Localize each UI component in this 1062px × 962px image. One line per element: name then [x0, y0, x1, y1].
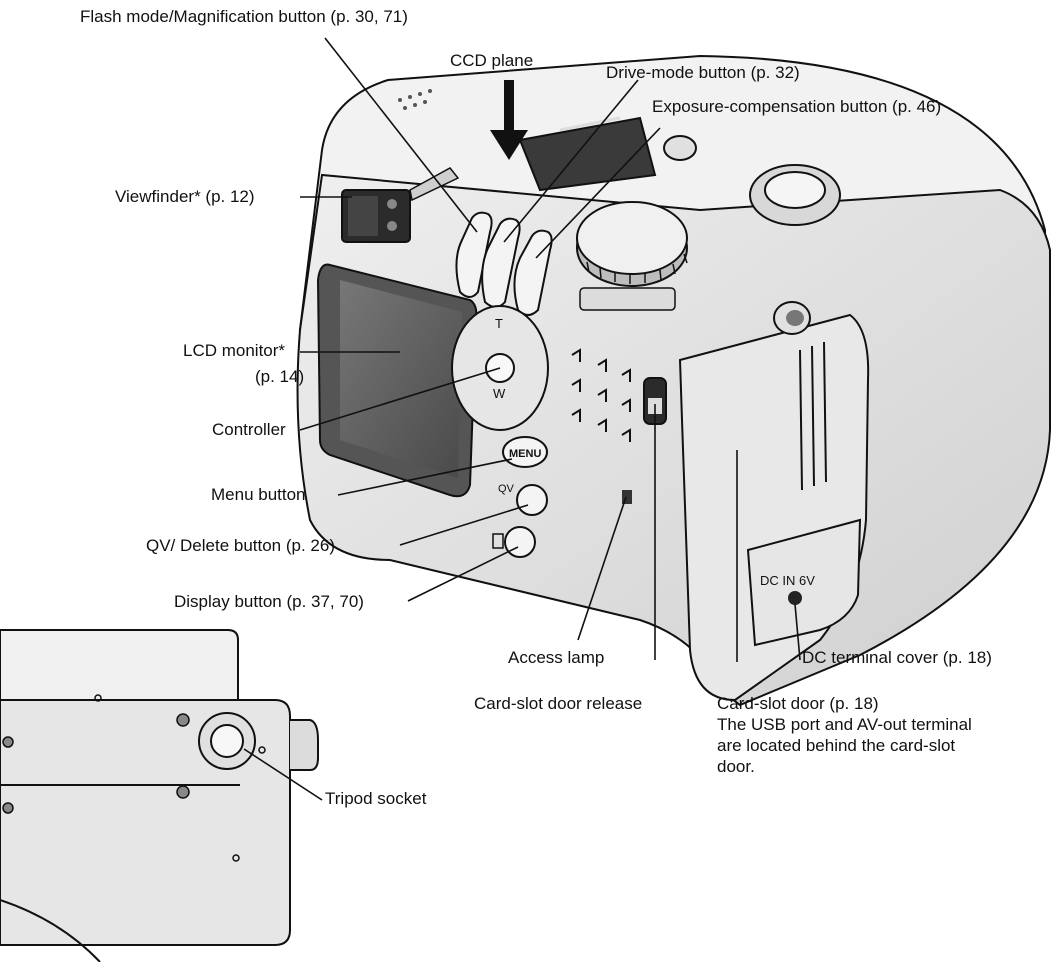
leader-exposure: [535, 127, 661, 259]
card-door-line-2: The USB port and AV-out terminal: [717, 715, 972, 734]
label-display-button: Display button (p. 37, 70): [174, 592, 364, 611]
leader-display: [407, 546, 519, 602]
label-qv-delete-button: QV/ Delete button (p. 26): [146, 536, 335, 555]
label-exposure-compensation-button: Exposure-compensation button (p. 46): [652, 97, 942, 116]
shutter-button: [749, 164, 841, 226]
dc-in-marking: DC IN 6V: [760, 573, 815, 588]
label-tripod-socket: Tripod socket: [325, 789, 427, 808]
mode-dial: [576, 201, 688, 311]
label-flash-magnification-button: Flash mode/Magnification button (p. 30, …: [80, 7, 408, 26]
leader-qv: [399, 504, 529, 546]
zoom-t-marking: T: [495, 316, 503, 331]
speaker-holes: [398, 89, 432, 110]
card-door-line-4: door.: [717, 757, 755, 776]
back-buttons: MENU QV: [492, 436, 548, 558]
leader-flash: [324, 37, 478, 233]
label-drive-mode-button: Drive-mode button (p. 32): [606, 63, 800, 82]
menu-key-marking: MENU: [509, 448, 541, 460]
door-ribs: [799, 341, 827, 491]
label-card-slot-door: Card-slot door (p. 18) The USB port and …: [717, 693, 1057, 777]
leader-dc: [794, 603, 801, 661]
label-access-lamp: Access lamp: [508, 648, 605, 667]
label-card-slot-door-release: Card-slot door release: [474, 694, 643, 713]
access-lamp-indicator: [622, 490, 632, 504]
ccd-plane-arrow: [490, 80, 528, 160]
leader-lines: [243, 37, 801, 801]
card-door-line-1: Card-slot door (p. 18): [717, 694, 879, 713]
label-lcd-monitor-page: (p. 14): [255, 367, 305, 386]
label-lcd-monitor: LCD monitor*: [183, 341, 286, 360]
leader-access: [577, 496, 627, 641]
lcd-monitor-screen: [316, 263, 478, 498]
card-door-line-3: are located behind the card-slot: [717, 736, 956, 755]
label-dc-terminal-cover: DC terminal cover (p. 18): [802, 648, 992, 667]
leader-drive: [503, 79, 639, 243]
qv-key-marking: QV: [498, 483, 515, 495]
label-viewfinder: Viewfinder* (p. 12): [115, 187, 255, 206]
grip-texture: [571, 348, 631, 442]
label-controller: Controller: [212, 420, 286, 439]
label-ccd-plane: CCD plane: [450, 51, 534, 70]
camera-back-view: DC IN 6V: [296, 54, 1051, 707]
leader-menu: [337, 458, 513, 496]
camera-bottom-view: [0, 629, 319, 962]
viewfinder-window: [341, 167, 460, 243]
zoom-w-marking: W: [493, 386, 506, 401]
leader-controller: [299, 367, 501, 431]
label-menu-button: Menu button: [211, 485, 306, 504]
leader-tripod: [243, 748, 323, 801]
